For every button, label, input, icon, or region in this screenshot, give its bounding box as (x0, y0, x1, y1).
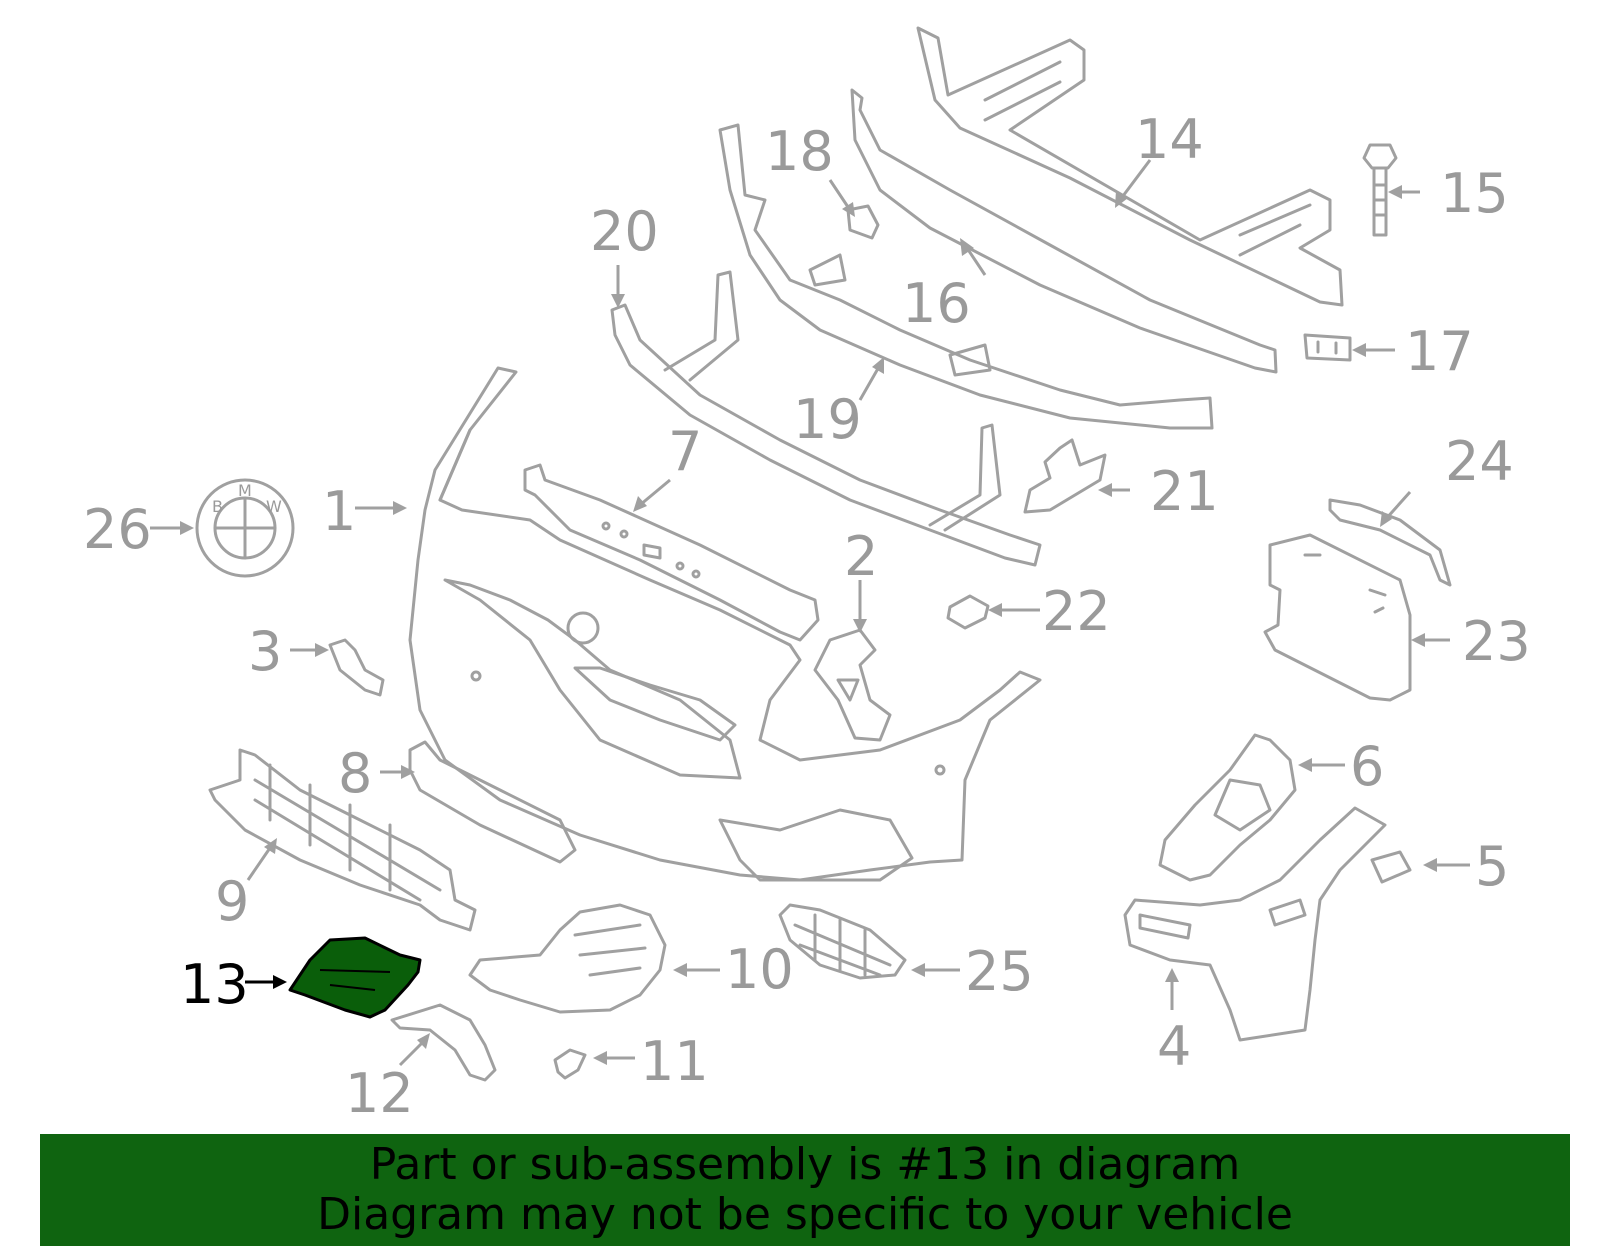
callout-19: 19 (793, 388, 862, 451)
part-16-absorber (850, 88, 1278, 374)
callout-24: 24 (1445, 430, 1514, 493)
callout-4: 4 (1157, 1015, 1191, 1078)
part-23-cover (1263, 533, 1412, 702)
part-21-bracket (1023, 438, 1107, 514)
callout-18: 18 (765, 120, 834, 183)
part-13-highlighted[interactable] (288, 936, 422, 1019)
callout-13-highlighted: 13 (180, 953, 249, 1016)
emblem-letter-w: W (266, 497, 282, 516)
callout-17: 17 (1405, 320, 1474, 383)
part-5-clip (1370, 850, 1412, 884)
part-13-detail (319, 969, 391, 991)
callout-3: 3 (248, 620, 282, 683)
callout-26: 26 (83, 498, 152, 561)
part-25-grille (778, 903, 907, 980)
banner-line-1: Part or sub-assembly is #13 in diagram (369, 1139, 1241, 1190)
callout-5: 5 (1475, 835, 1509, 898)
info-banner: Part or sub-assembly is #13 in diagram D… (40, 1134, 1570, 1246)
callout-12: 12 (345, 1062, 414, 1125)
callout-7: 7 (668, 420, 702, 483)
part-14-bumper-carrier (916, 26, 1344, 307)
part-7-strip (523, 463, 820, 642)
callout-8: 8 (338, 742, 372, 805)
part-22-clip (946, 594, 990, 630)
emblem-letter-b: B (212, 497, 223, 516)
part-1-bumper-cover (408, 366, 1042, 882)
callout-15: 15 (1440, 162, 1509, 225)
part-17-bracket (1303, 333, 1352, 362)
callout-14: 14 (1135, 108, 1204, 171)
callout-20: 20 (590, 200, 659, 263)
callout-labels: 14 15 16 17 18 19 20 21 24 22 23 7 2 1 2… (83, 108, 1531, 1125)
callout-9: 9 (215, 870, 249, 933)
part-19-beam (718, 123, 1214, 430)
part-8-strip (408, 740, 577, 864)
callout-22: 22 (1042, 580, 1111, 643)
part-9-grille (208, 748, 477, 932)
part-20-upper-support (610, 270, 1042, 567)
part-3-bracket (328, 638, 385, 697)
part-15-bolt (1362, 143, 1398, 237)
callout-1: 1 (322, 480, 356, 543)
emblem-letter-m: M (238, 481, 252, 500)
callout-16: 16 (902, 272, 971, 335)
part-12-bracket (390, 1003, 497, 1082)
callout-11: 11 (640, 1030, 709, 1093)
part-10-bracket (468, 903, 667, 1014)
leader-lines (150, 159, 1470, 1067)
banner-line-2: Diagram may not be specific to your vehi… (317, 1189, 1293, 1240)
callout-25: 25 (965, 940, 1034, 1003)
callout-23: 23 (1462, 610, 1531, 673)
part-4-bracket (1123, 806, 1387, 1042)
callout-2: 2 (844, 525, 878, 588)
callout-6: 6 (1350, 735, 1384, 798)
part-2-bracket (813, 628, 892, 742)
part-11-clip (553, 1048, 587, 1080)
part-6-bracket (1158, 733, 1297, 882)
part-26-emblem: B M W (195, 478, 295, 578)
callout-10: 10 (725, 938, 794, 1001)
part-18-clip (846, 204, 880, 240)
callout-21: 21 (1150, 460, 1219, 523)
